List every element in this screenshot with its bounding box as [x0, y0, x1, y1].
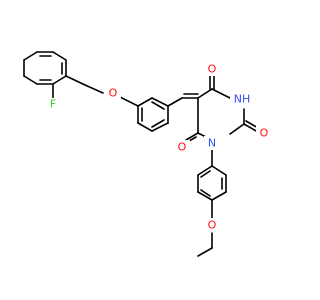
bond [200, 189, 211, 197]
bond [23, 51, 38, 61]
bond [197, 247, 213, 257]
label-backdrop [204, 218, 220, 232]
ether-oxygen-label: O [109, 87, 118, 100]
atom-labels: F O O NH O O N O [45, 62, 272, 232]
carbonyl-oxygen-top-label: O [208, 63, 217, 76]
bond [65, 75, 86, 86]
bond [119, 96, 139, 107]
ring-nitrogen-label: N [208, 137, 216, 150]
bond [84, 84, 104, 94]
label-backdrop [105, 86, 121, 100]
label-backdrop [204, 62, 220, 76]
fluorine-atom-label: F [50, 98, 56, 111]
bond [185, 132, 199, 141]
carbonyl-oxygen-right-label: O [260, 127, 269, 140]
bond [243, 123, 259, 133]
bond [211, 165, 227, 176]
bond [197, 165, 213, 176]
label-backdrop [256, 126, 272, 140]
bond [211, 191, 227, 201]
methoxy-oxygen-label: O [208, 219, 217, 232]
molecule-diagram: F O O NH O O N O [23, 51, 272, 257]
bond [197, 88, 213, 99]
bond [137, 122, 153, 132]
label-backdrop [204, 136, 220, 150]
bond [151, 101, 165, 110]
bond [197, 191, 213, 201]
nh-label: NH [234, 93, 251, 106]
bond [167, 97, 183, 107]
molecule-structure: F O O NH O O N O [23, 51, 272, 257]
label-backdrop [174, 140, 190, 154]
bond [151, 97, 169, 107]
label-backdrop [45, 98, 61, 110]
bond [229, 123, 245, 135]
bond [211, 88, 231, 99]
bond [151, 122, 169, 132]
bond [23, 75, 38, 85]
label-backdrop [230, 92, 254, 106]
carbonyl-oxygen-left-label: O [178, 141, 187, 154]
bond [151, 119, 165, 128]
bond [52, 51, 67, 61]
bond [200, 170, 211, 178]
bonds [23, 51, 261, 257]
bond [52, 75, 67, 85]
bond [137, 97, 153, 107]
